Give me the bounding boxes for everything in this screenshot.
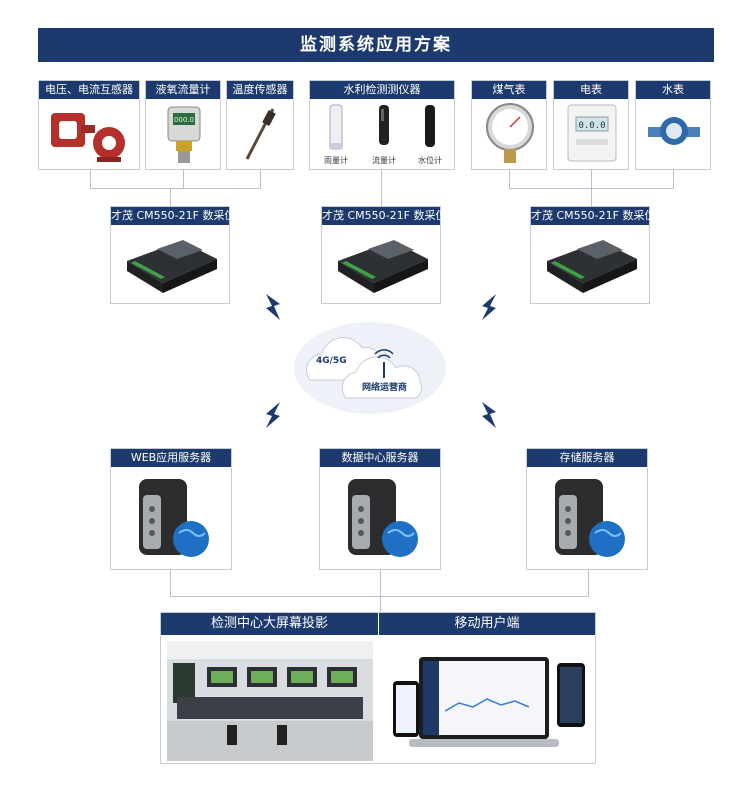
current-transformer-icon — [51, 113, 125, 162]
flow-meter-probe-icon — [379, 105, 389, 145]
pressure-gauge-icon — [486, 103, 534, 163]
server-globe-icon — [555, 479, 625, 557]
sensor-card-gas-meter: 煤气表 — [471, 80, 547, 170]
lightning-icon — [482, 294, 496, 320]
collector-label: 才茂 CM550-21F 数采仪 — [322, 207, 446, 225]
server-label: WEB应用服务器 — [111, 449, 231, 467]
output-label-mobile: 移动用户端 — [379, 613, 595, 635]
sensor-card-electric-meter: 电表 0.0.0 — [553, 80, 629, 170]
output-label-screen: 检测中心大屏幕投影 — [161, 613, 378, 635]
control-room-image — [167, 641, 373, 761]
sensor-card-temperature: 温度传感器 — [226, 80, 294, 170]
temperature-probe-icon — [245, 108, 276, 160]
flow-meter-icon: 000.0 — [167, 106, 201, 163]
rain-gauge-icon — [329, 104, 343, 150]
sensor-sublabel: 水位计 — [418, 156, 442, 165]
sensor-label: 液氧流量计 — [146, 81, 220, 99]
server-label: 数据中心服务器 — [320, 449, 440, 467]
lightning-icon — [482, 402, 496, 428]
data-logger-icon — [547, 240, 637, 293]
sensor-card-hydrology: 水利检测测仪器 雨量计 流量计 水位计 — [309, 80, 455, 170]
antenna-icon — [374, 349, 394, 378]
server-globe-icon — [139, 479, 209, 557]
server-card-storage: 存储服务器 — [526, 448, 648, 570]
sensor-sublabel: 雨量计 — [324, 156, 348, 165]
output-panel: 检测中心大屏幕投影 移动用户端 — [160, 612, 596, 764]
data-logger-icon — [338, 240, 428, 293]
meter-display: 0.0.0 — [578, 121, 605, 131]
sensor-card-ct: 电压、电流互感器 — [38, 80, 140, 170]
water-meter-icon — [648, 117, 700, 145]
server-globe-icon — [348, 479, 418, 557]
server-label: 存储服务器 — [527, 449, 647, 467]
sensor-label: 煤气表 — [472, 81, 546, 99]
server-card-web: WEB应用服务器 — [110, 448, 232, 570]
sensor-sublabel: 流量计 — [372, 156, 396, 165]
data-collector-3: 才茂 CM550-21F 数采仪 — [530, 206, 655, 304]
sensor-label: 水表 — [636, 81, 710, 99]
data-logger-icon — [127, 240, 217, 293]
network-operator-label: 网络运营商 — [362, 383, 408, 393]
server-card-data-center: 数据中心服务器 — [319, 448, 441, 570]
electric-meter-icon: 0.0.0 — [567, 104, 617, 162]
lightning-icon — [266, 294, 280, 320]
sensor-label: 水利检测测仪器 — [310, 81, 454, 99]
network-band-label: 4G/5G — [316, 356, 347, 366]
lightning-icon — [266, 402, 280, 428]
sensor-card-water-meter: 水表 — [635, 80, 711, 170]
page-title: 监测系统应用方案 — [38, 28, 714, 62]
laptop-phone-image — [393, 657, 585, 747]
cloud-icon — [294, 322, 446, 414]
sensor-card-oxygen-flow: 液氧流量计 000.0 — [145, 80, 221, 170]
sensor-label: 电表 — [554, 81, 628, 99]
collector-label: 才茂 CM550-21F 数采仪 — [531, 207, 655, 225]
collector-label: 才茂 CM550-21F 数采仪 — [111, 207, 235, 225]
sensor-label: 温度传感器 — [227, 81, 293, 99]
data-collector-1: 才茂 CM550-21F 数采仪 — [110, 206, 235, 304]
data-collector-2: 才茂 CM550-21F 数采仪 — [321, 206, 446, 304]
gauge-display: 000.0 — [174, 116, 194, 124]
water-level-probe-icon — [425, 105, 435, 147]
sensor-label: 电压、电流互感器 — [39, 81, 139, 99]
